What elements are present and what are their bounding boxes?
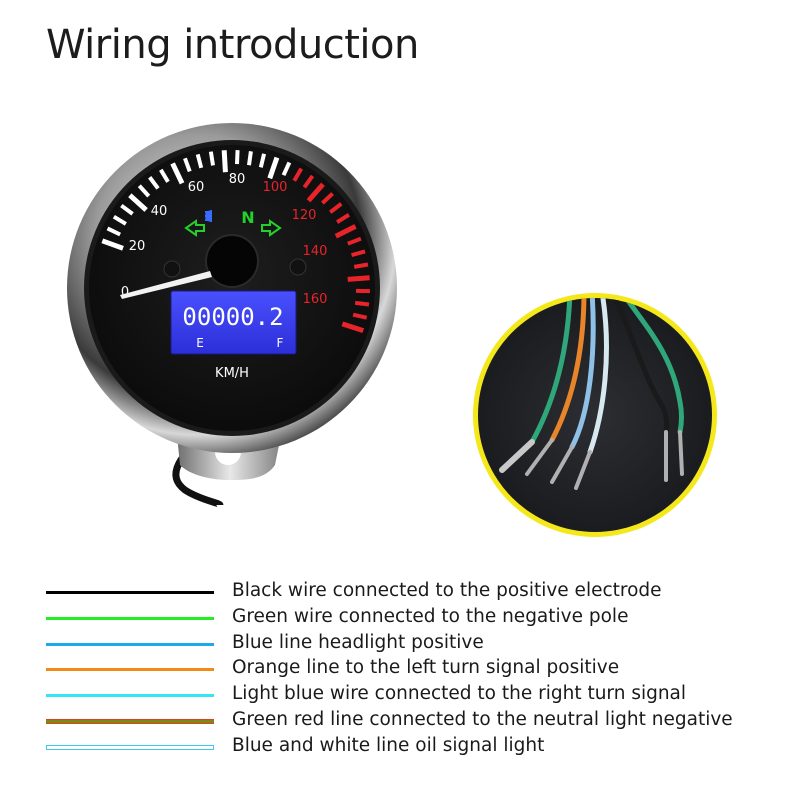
legend-line-black [46, 591, 214, 594]
gauge-tick [195, 153, 204, 169]
screw-left [163, 260, 181, 278]
gauge-tick [328, 202, 343, 214]
tick-label-160: 160 [303, 292, 328, 307]
gauge-tick [281, 161, 292, 177]
gauge-tick [235, 150, 240, 165]
gauge-tick [354, 300, 370, 307]
gauge-tick [347, 236, 362, 246]
tick-label-80: 80 [229, 172, 246, 187]
legend-item: Light blue wire connected to the right t… [46, 681, 786, 707]
odometer-lcd [170, 290, 297, 355]
legend-item: Orange line to the left turn signal posi… [46, 655, 786, 681]
headlight-icon [205, 210, 212, 222]
right-turn-icon [261, 219, 282, 237]
tick-marks [101, 150, 371, 334]
legend-text: Black wire connected to the positive ele… [232, 580, 662, 601]
legend-text: Green red line connected to the neutral … [232, 708, 733, 730]
fuel-full-label: F [277, 336, 284, 350]
gauge-tick [159, 168, 170, 183]
legend-line-blue [46, 642, 214, 646]
legend-line-orange [46, 668, 214, 672]
tick-label-120: 120 [292, 208, 317, 223]
unit-label: KM/H [215, 366, 249, 381]
legend-line-blue-white [46, 744, 214, 750]
legend-item: Black wire connected to the positive ele… [46, 578, 786, 604]
tick-label-20: 20 [129, 239, 146, 254]
gauge-tick [353, 262, 369, 269]
tick-label-0: 0 [121, 285, 129, 300]
tick-label-40: 40 [151, 204, 168, 219]
gauge-tick [267, 156, 280, 180]
legend-line-light-blue [46, 694, 214, 698]
tick-label-60: 60 [188, 180, 205, 195]
gauge-tick [347, 275, 370, 282]
needle-hub [205, 234, 259, 288]
legend-item: Green wire connected to the negative pol… [46, 604, 786, 630]
page-title: Wiring introduction [46, 22, 419, 68]
legend-text: Light blue wire connected to the right t… [232, 683, 687, 705]
gauge-tick [112, 214, 127, 226]
gauge-tick [221, 150, 228, 173]
gauge-tick [302, 174, 315, 189]
gauge-tick [321, 192, 334, 205]
gauge-tick [336, 213, 351, 224]
left-turn-icon [184, 219, 205, 237]
speedometer-gauge: 0 20 40 60 80 100 120 140 160 N 00000.2 [60, 95, 405, 515]
gauge-tick [258, 153, 267, 168]
wire-legend: Black wire connected to the positive ele… [46, 578, 786, 759]
legend-text: Blue and white line oil signal light [232, 734, 545, 756]
gauge-tick [306, 182, 325, 203]
gauge-tick [351, 249, 366, 258]
legend-text: Green wire connected to the negative pol… [232, 605, 629, 627]
gauge-tick [341, 321, 365, 334]
gauge-tick [101, 238, 124, 251]
gauge-tick [208, 151, 215, 166]
legend-item: Green red line connected to the neutral … [46, 707, 786, 733]
legend-item: Blue and white line oil signal light [46, 733, 786, 759]
legend-text: Orange line to the left turn signal posi… [232, 657, 620, 679]
gauge-tick [128, 193, 148, 212]
gauge-tick [183, 157, 192, 173]
legend-line-green [46, 616, 214, 620]
tick-label-100: 100 [263, 180, 288, 195]
legend-text: Blue line headlight positive [232, 631, 484, 653]
gauge-tick [106, 226, 122, 237]
neutral-indicator: N [241, 208, 254, 227]
screw-right [289, 258, 307, 276]
gauge-tick [334, 224, 357, 239]
gauge-tick [137, 184, 151, 198]
gauge-tick [247, 151, 253, 166]
gauge-tick [292, 167, 303, 182]
fuel-empty-label: E [196, 336, 204, 350]
gauge-tick [352, 312, 368, 320]
gauge-tick [148, 176, 160, 190]
legend-item: Blue line headlight positive [46, 630, 786, 656]
odometer-reading: 00000.2 [182, 303, 283, 331]
tick-label-140: 140 [303, 244, 328, 259]
speed-needle [120, 271, 212, 299]
gauge-tick [120, 203, 134, 216]
wire-connectors-photo [472, 292, 718, 538]
gauge-tick [170, 162, 185, 185]
legend-line-green-red [46, 718, 214, 724]
